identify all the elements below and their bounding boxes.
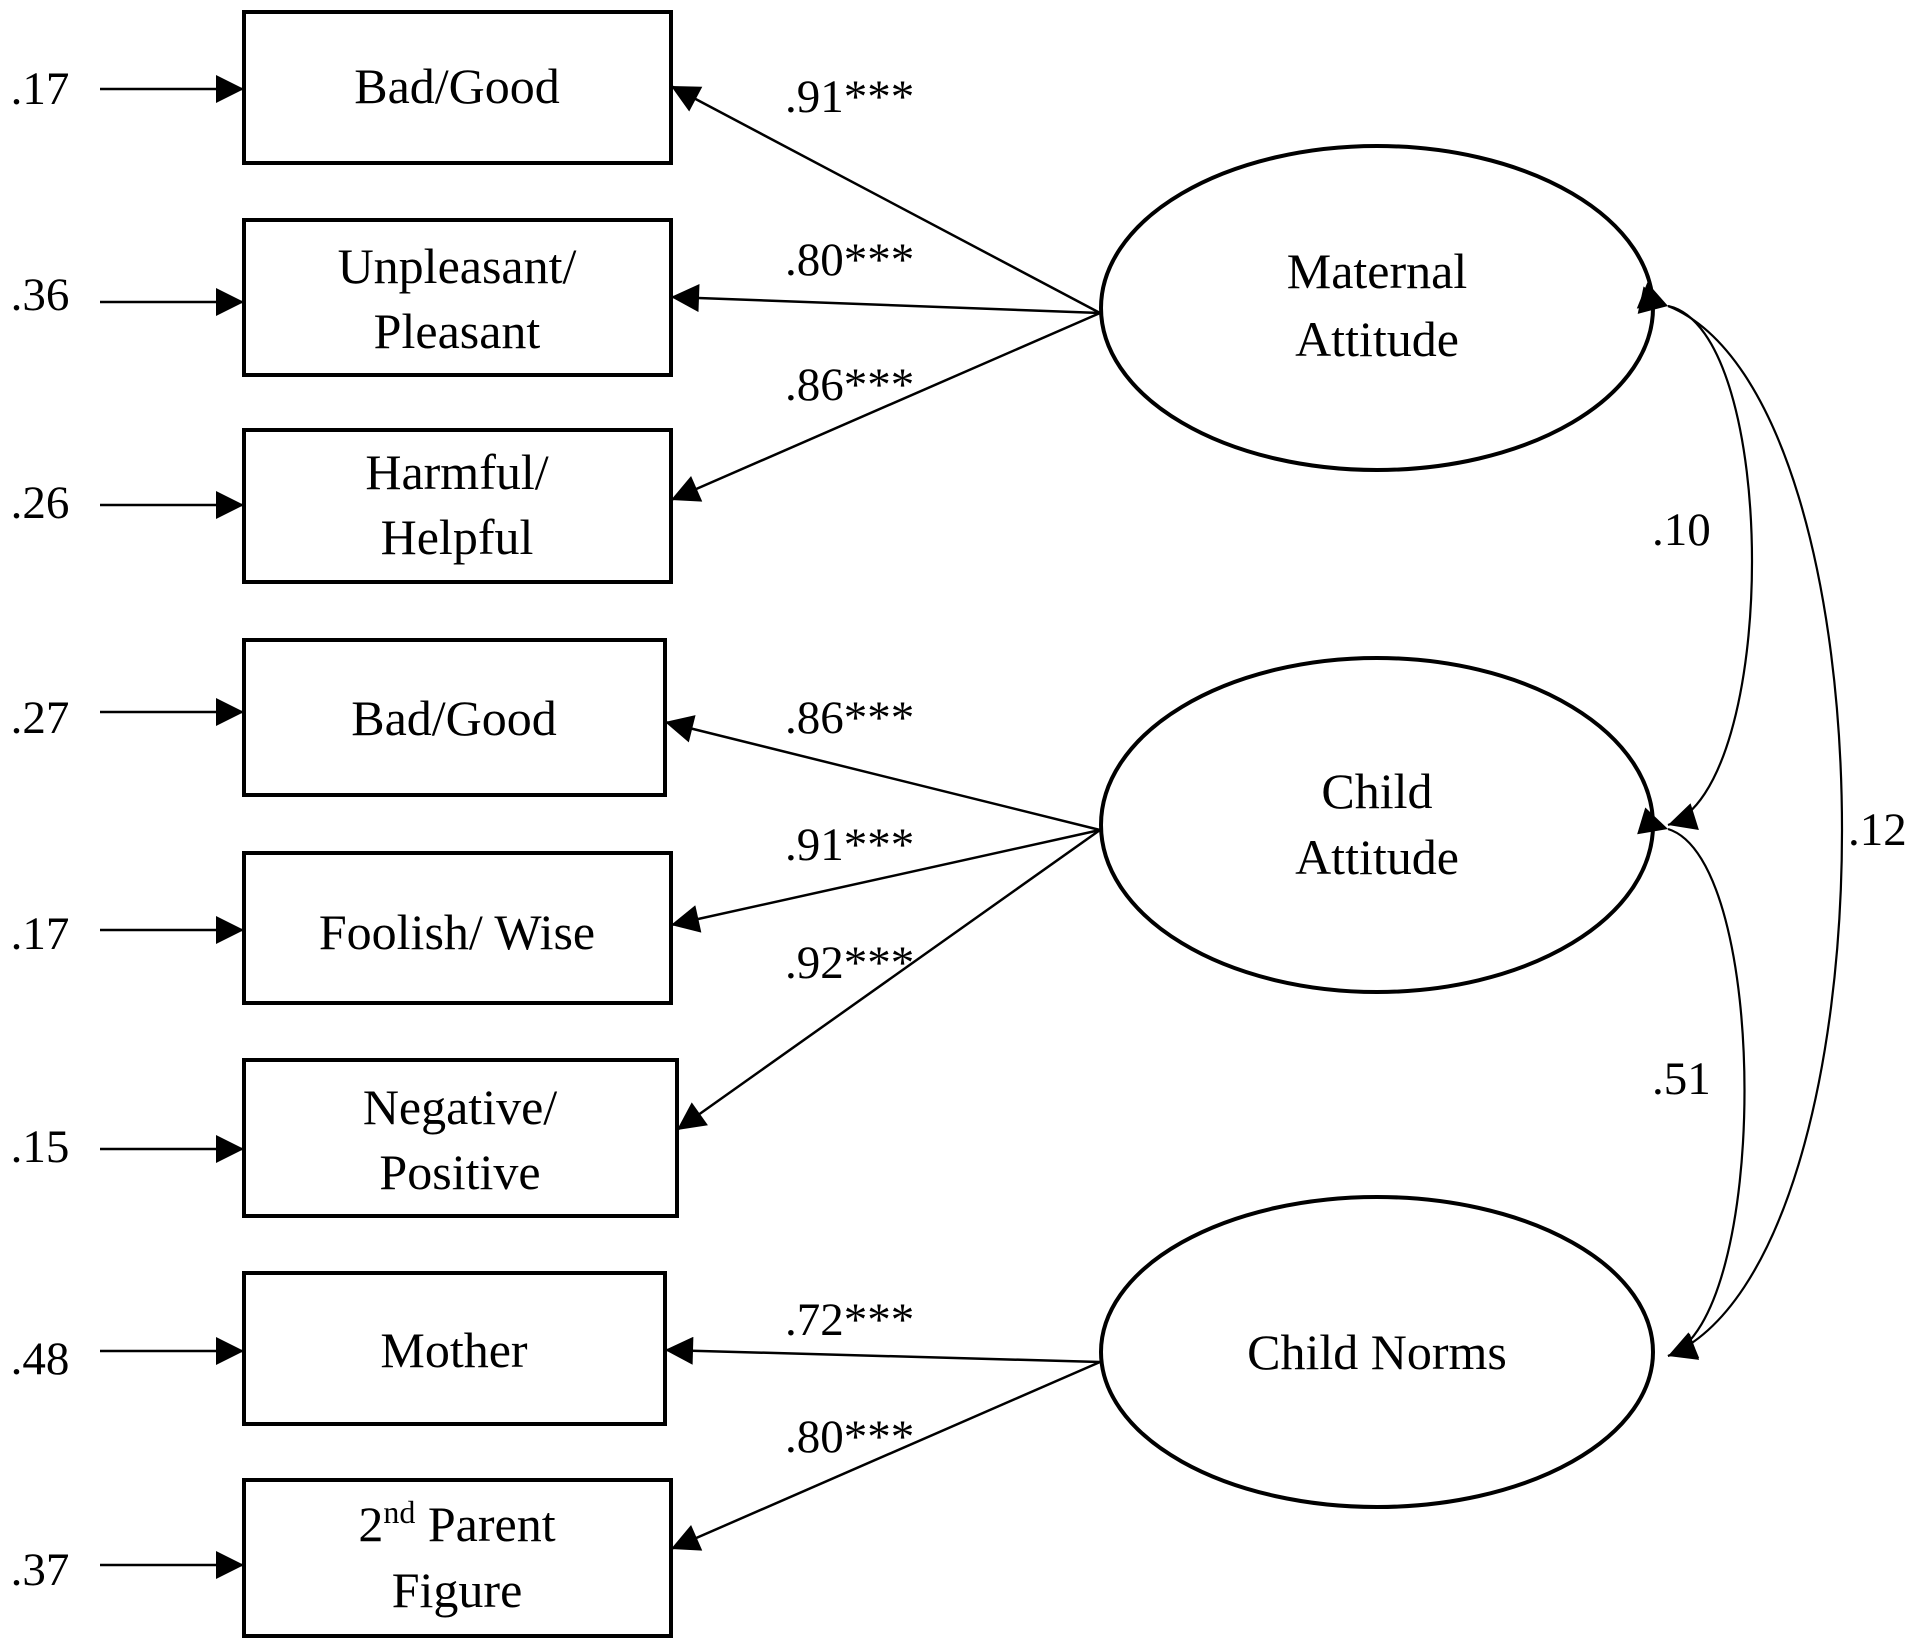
ordinal-suffix: nd bbox=[383, 1494, 415, 1530]
loading-label: .86*** bbox=[785, 359, 914, 411]
loading-arrow bbox=[670, 311, 1101, 502]
latent-label: Maternal bbox=[1287, 243, 1467, 299]
indicator-box bbox=[242, 10, 673, 165]
correlation-labels: .10 .51 .12 bbox=[1652, 504, 1907, 1105]
loading-label: .72*** bbox=[785, 1294, 914, 1346]
loading-label: .91*** bbox=[785, 71, 914, 123]
latent-label: Attitude bbox=[1295, 829, 1459, 885]
error-label: .17 bbox=[11, 908, 70, 960]
ordinal-number: 2 bbox=[358, 1496, 383, 1552]
loading-arrow bbox=[670, 84, 1101, 315]
latent-factors: Maternal Attitude Child Attitude Child N… bbox=[1099, 144, 1655, 1509]
indicator-label: 2nd Parent bbox=[358, 1494, 555, 1552]
latent-factor-ellipse bbox=[1099, 144, 1655, 472]
indicator-box bbox=[242, 428, 673, 584]
indicator-label: Foolish/ Wise bbox=[319, 904, 595, 960]
error-label: .48 bbox=[11, 1333, 70, 1385]
indicator-label: Bad/Good bbox=[354, 58, 560, 114]
correlation-label: .51 bbox=[1652, 1053, 1711, 1105]
loading-label: .80*** bbox=[785, 1411, 914, 1463]
loading-label: .86*** bbox=[785, 692, 914, 744]
loading-label: .91*** bbox=[785, 819, 914, 871]
loading-paths bbox=[664, 84, 1101, 1551]
loading-arrow bbox=[676, 828, 1101, 1132]
loading-arrow bbox=[670, 1360, 1101, 1551]
error-label: .37 bbox=[11, 1544, 70, 1596]
error-label: .36 bbox=[11, 269, 70, 321]
correlation-label: .10 bbox=[1652, 504, 1711, 556]
loading-arrow bbox=[670, 828, 1101, 933]
error-label: .15 bbox=[11, 1121, 70, 1173]
indicator-boxes: Bad/Good Unpleasant/ Pleasant Harmful/ H… bbox=[242, 10, 679, 1638]
correlation-curves bbox=[1636, 282, 1843, 1360]
indicator-label: Pleasant bbox=[374, 303, 541, 359]
loading-labels: .91*** .80*** .86*** .86*** .91*** .92**… bbox=[785, 71, 914, 1463]
indicator-box bbox=[242, 218, 673, 377]
error-label: .26 bbox=[11, 477, 70, 529]
indicator-label: Figure bbox=[392, 1562, 523, 1618]
correlation-curve bbox=[1637, 286, 1753, 830]
loading-label: .80*** bbox=[785, 234, 914, 286]
indicator-box bbox=[242, 1058, 679, 1218]
correlation-label: .12 bbox=[1848, 804, 1907, 856]
indicator-box bbox=[242, 1271, 667, 1426]
indicator-label: Negative/ bbox=[363, 1079, 557, 1135]
indicator-label: Positive bbox=[379, 1144, 540, 1200]
indicator-box bbox=[242, 1478, 673, 1638]
loading-label: .92*** bbox=[785, 937, 914, 989]
indicator-label: Harmful/ bbox=[365, 444, 548, 500]
correlation-curve bbox=[1636, 282, 1843, 1359]
latent-label: Child Norms bbox=[1247, 1324, 1507, 1380]
latent-label: Child bbox=[1321, 763, 1432, 819]
error-terms: .17 .36 .26 .27 .17 .15 .48 .37 bbox=[11, 63, 244, 1596]
indicator-label: Helpful bbox=[381, 509, 534, 565]
error-label: .17 bbox=[11, 63, 70, 115]
indicator-label: Unpleasant/ bbox=[338, 238, 577, 294]
error-label: .27 bbox=[11, 692, 70, 744]
loading-arrow bbox=[664, 715, 1101, 832]
correlation-curve bbox=[1637, 807, 1746, 1360]
indicator-label: Bad/Good bbox=[351, 690, 557, 746]
indicator-label-rest: Parent bbox=[415, 1496, 555, 1552]
loading-arrow bbox=[664, 1336, 1101, 1365]
loading-arrow bbox=[670, 284, 1101, 315]
latent-label: Attitude bbox=[1295, 311, 1459, 367]
indicator-label: Mother bbox=[380, 1322, 528, 1378]
latent-factor-ellipse bbox=[1099, 656, 1655, 994]
